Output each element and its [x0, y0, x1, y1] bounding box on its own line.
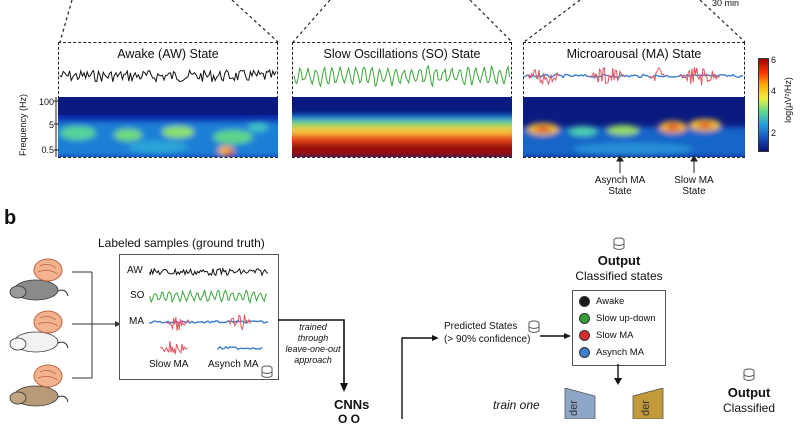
legend-dot-slow-up-down: [579, 313, 590, 324]
predicted-to-legend-arrow: [540, 333, 571, 339]
svg-text:der: der: [568, 400, 580, 416]
legend-down-arrow: [614, 364, 622, 385]
spectrogram-ma: [523, 97, 745, 157]
encoder-shape: [564, 388, 596, 419]
mice-group: [72, 271, 121, 379]
output-title: Output: [597, 253, 641, 268]
spectrogram-awake: [58, 97, 278, 157]
output2-subtitle: Classified: [722, 401, 776, 415]
spectrogram-so: [292, 97, 512, 157]
mouse-icon-2: [9, 310, 69, 353]
zoom-lines: [59, 0, 746, 43]
autoencoder-diagram: der der: [564, 388, 664, 419]
ytick-0-5: 0.5: [41, 145, 54, 155]
ytick-5: 5: [48, 120, 54, 130]
cnn-label-cut: O O: [338, 412, 361, 426]
sample-slow-ma-trace: [159, 341, 188, 355]
labeled-samples-title: Labeled samples (ground truth): [98, 236, 265, 250]
mouse-icon-3: [9, 364, 69, 407]
legend-dot-awake: [579, 296, 590, 307]
panel-ma-title: Microarousal (MA) State: [566, 47, 702, 61]
output-subtitle: Classified states: [575, 269, 663, 283]
predicted-confidence-label: (> 90% confidence): [444, 334, 531, 345]
colorbar-tick-6: 6: [771, 55, 777, 65]
time-scale-label: 30 min: [712, 0, 740, 8]
row-label-ma: MA: [129, 316, 144, 327]
colorbar: [758, 58, 769, 152]
colorbar-tick-4: 4: [771, 86, 777, 96]
trace-ma-bursts: [526, 67, 720, 86]
panel-awake-title: Awake (AW) State: [117, 47, 219, 61]
annotation-slow-ma: Slow MA State: [674, 175, 714, 197]
sample-trace-ma-bursts: [165, 314, 252, 331]
database-icon-1: [261, 365, 273, 378]
database-icon-4: [743, 368, 755, 381]
database-icon-3: [613, 237, 625, 250]
mouse-icon-1: [9, 258, 69, 301]
legend-item-slow-ma: Slow MA: [573, 327, 665, 344]
row-label-so: SO: [130, 290, 145, 301]
predicted-arrow: [401, 335, 438, 419]
legend-dot-slow-ma: [579, 330, 590, 341]
predicted-states-label: Predicted States: [444, 321, 518, 332]
sub-label-slow-ma: Slow MA: [149, 359, 189, 370]
cnn-label: CNNs: [334, 397, 370, 412]
panel-letter-b: b: [4, 207, 17, 229]
colorbar-tick-2: 2: [771, 128, 777, 138]
trace-awake: [59, 68, 277, 84]
annotation-arrows: [616, 155, 698, 173]
legend-item-slow-up-down: Slow up-down: [573, 310, 665, 327]
decoder-shape: [632, 388, 664, 419]
svg-text:der: der: [640, 400, 652, 416]
database-icon-2: [528, 320, 540, 333]
row-label-aw: AW: [127, 265, 143, 276]
labeled-samples-box: [119, 254, 279, 380]
legend-item-awake: Awake: [573, 293, 665, 310]
panel-so-title: Slow Oscillations (SO) State: [323, 47, 481, 61]
ytick-100: 100: [38, 97, 54, 107]
sub-label-asynch-ma: Asynch MA: [208, 359, 259, 370]
sample-trace-so: [149, 288, 268, 304]
sample-trace-aw: [149, 267, 268, 277]
train-one-label: train one: [493, 398, 540, 412]
trained-note: trained through leave-one-out approach: [285, 322, 341, 365]
train-arrow: [278, 319, 348, 392]
legend-dot-asynch-ma: [579, 347, 590, 358]
legend-item-asynch-ma: Asynch MA: [573, 344, 665, 361]
output2-title: Output: [727, 385, 771, 400]
trace-so: [293, 64, 511, 88]
annotation-asynch-ma: Asynch MA State: [594, 175, 646, 197]
y-ticks: [54, 97, 59, 157]
legend-box: Awake Slow up-down Slow MA Asynch MA: [572, 290, 666, 366]
sample-asynch-ma-trace: [217, 345, 263, 351]
trace-layer: [59, 64, 744, 88]
